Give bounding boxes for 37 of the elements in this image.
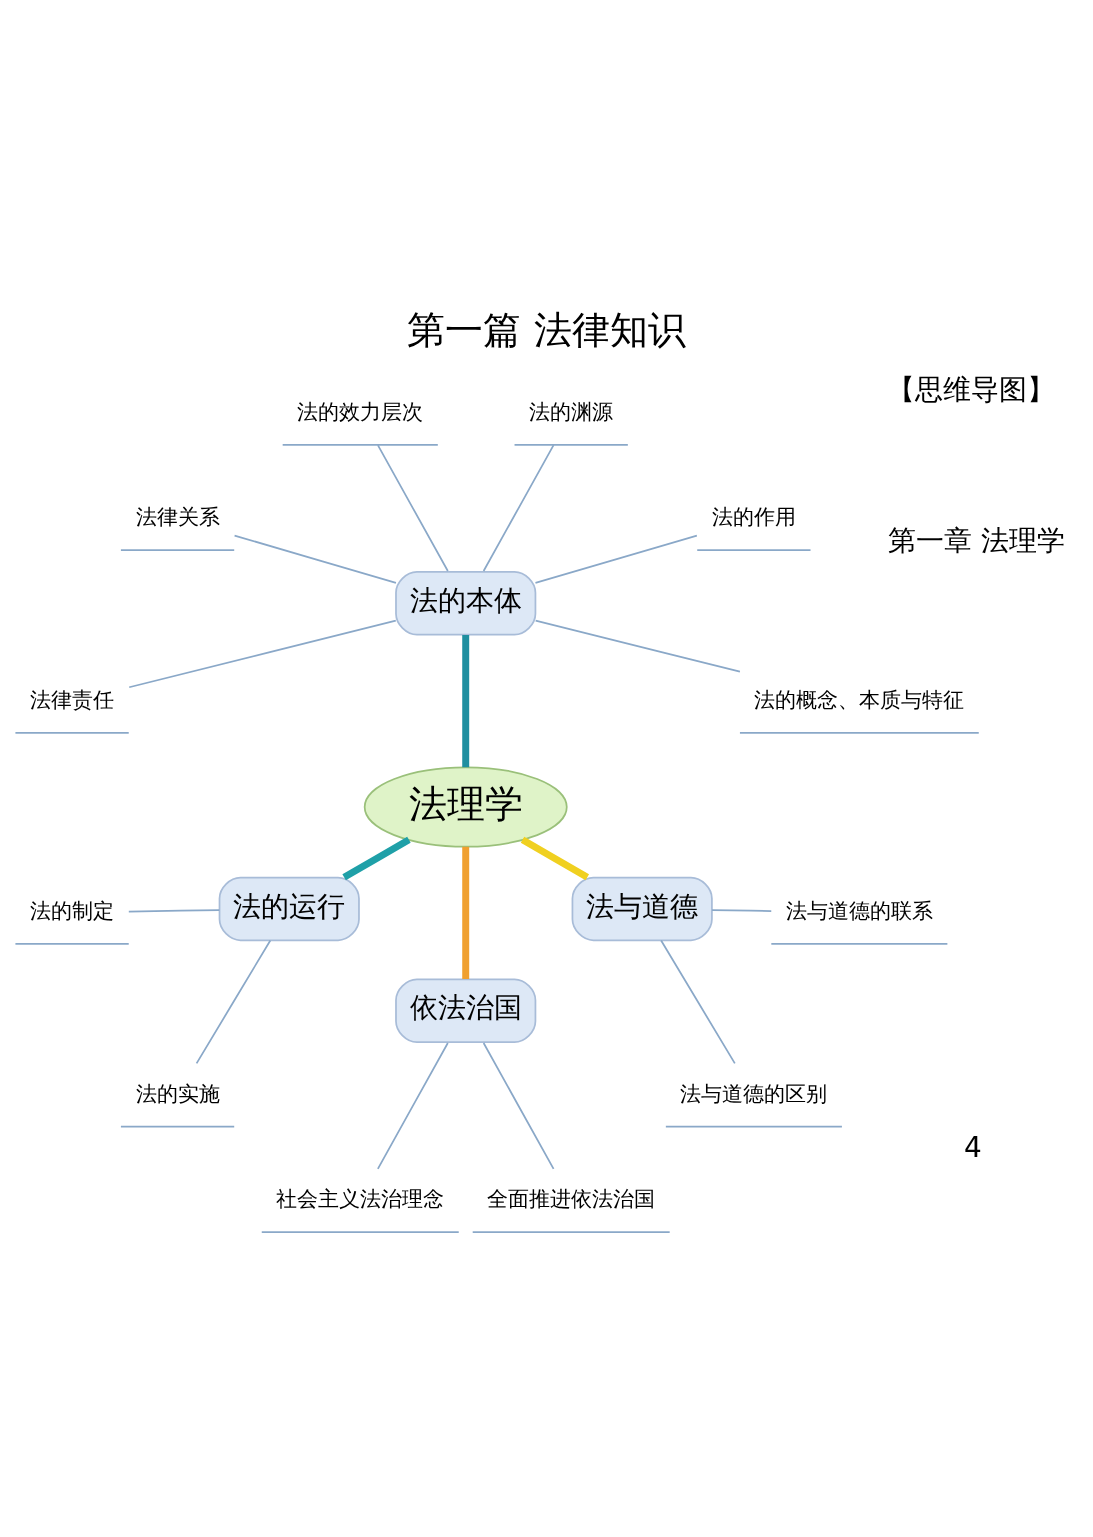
- connector: [233, 534, 397, 584]
- connector: [377, 444, 449, 572]
- label: 【思维导图】: [887, 372, 1056, 406]
- node-box: 法的运行: [218, 876, 360, 942]
- connector: [462, 634, 470, 768]
- node-text: 社会主义法治理念: [276, 1187, 445, 1212]
- label: 4: [964, 1131, 982, 1165]
- node-text: 法律责任: [30, 687, 115, 712]
- node-text: 法的作用: [711, 505, 796, 530]
- node-box: 依法治国: [395, 978, 537, 1044]
- node-text: 法的效力层次: [297, 399, 424, 424]
- connector: [128, 619, 397, 689]
- node-text: 法的实施: [135, 1081, 220, 1106]
- connector: [711, 909, 773, 912]
- connector: [534, 534, 698, 584]
- connector: [534, 619, 741, 673]
- connector: [482, 1042, 555, 1170]
- connector: [127, 909, 221, 913]
- node-text: 法的概念、本质与特征: [754, 687, 965, 712]
- node-text: 法的渊源: [529, 399, 614, 424]
- node-text: 法与道德的联系: [785, 898, 933, 923]
- diagram-title: 第一篇 法律知识: [407, 306, 686, 352]
- connector: [342, 836, 411, 881]
- node-box: 法与道德: [571, 876, 713, 942]
- connector: [520, 836, 590, 881]
- connector: [377, 1042, 449, 1170]
- connector: [660, 939, 736, 1065]
- node-text: 法的制定: [30, 898, 115, 923]
- node-text: 法与道德的区别: [680, 1081, 828, 1106]
- connector: [462, 846, 470, 980]
- connector: [482, 444, 555, 572]
- node-ellipse: 法理学: [363, 766, 568, 848]
- label: 第一章 法理学: [888, 524, 1065, 558]
- node-box: 法的本体: [395, 571, 537, 636]
- connector: [195, 939, 272, 1065]
- node-text: 法律关系: [135, 505, 220, 530]
- node-text: 全面推进依法治国: [487, 1187, 656, 1212]
